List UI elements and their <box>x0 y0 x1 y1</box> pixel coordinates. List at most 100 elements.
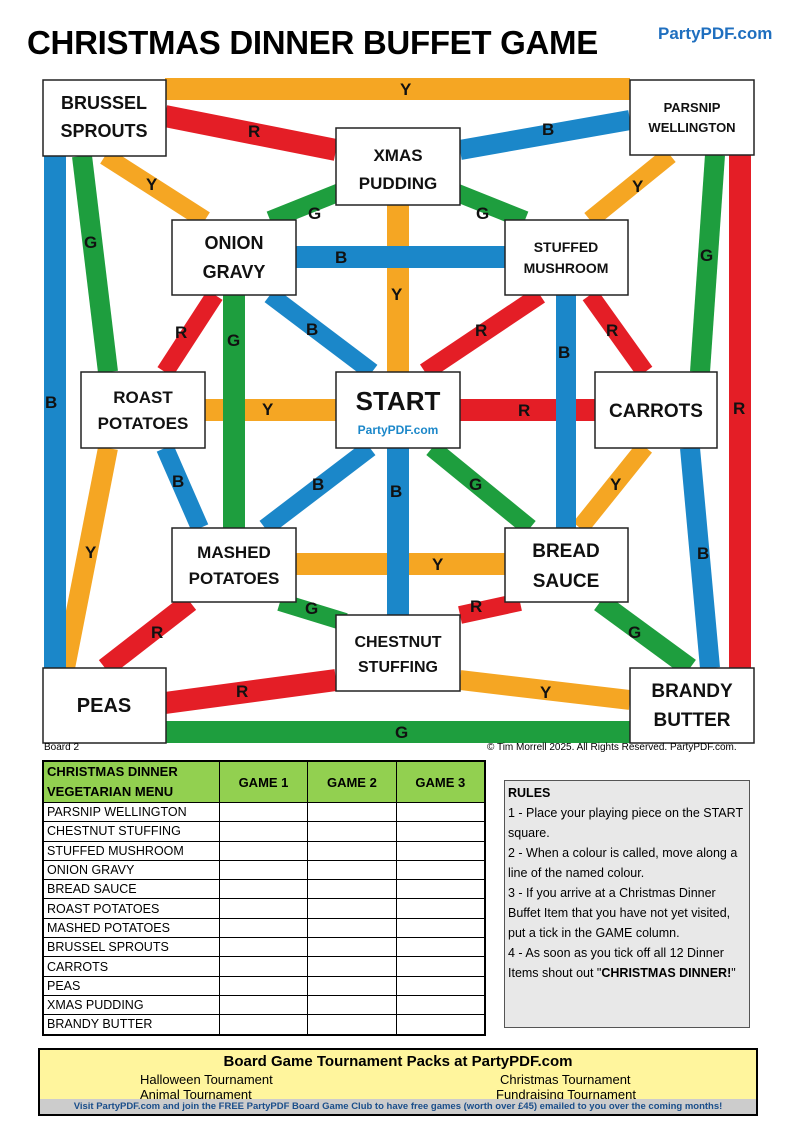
tick-cell-game-1[interactable] <box>218 956 309 977</box>
svg-text:POTATOES: POTATOES <box>98 414 189 433</box>
path-red-brussel-xmas[interactable] <box>162 105 339 161</box>
path-green-parsnip-carrots[interactable] <box>690 154 725 373</box>
menu-item: CHESTNUT STUFFING <box>42 821 220 842</box>
label-r: R <box>518 401 530 420</box>
tick-cell-game-2[interactable] <box>307 859 397 881</box>
path-blue-carrots-brandy[interactable] <box>680 447 720 669</box>
path-yellow-roast-peas[interactable] <box>55 446 118 670</box>
path-blue-parsnip-xmas[interactable] <box>458 110 632 160</box>
tick-cell-game-2[interactable] <box>307 898 397 919</box>
svg-text:BREAD: BREAD <box>532 541 600 562</box>
path-green-xmas-stuffed[interactable] <box>451 183 529 229</box>
svg-text:MUSHROOM: MUSHROOM <box>524 260 609 276</box>
menu-score-table: CHRISTMAS DINNER VEGETARIAN MENU GAME 1 … <box>42 760 486 1036</box>
square-start[interactable]: START PartyPDF.com <box>335 371 461 449</box>
tick-cell-game-2[interactable] <box>307 937 397 958</box>
path-yellow-parsnip-stuffed[interactable] <box>584 148 676 227</box>
tick-cell-game-3[interactable] <box>395 821 486 842</box>
path-green-mashed-chestnut[interactable] <box>277 593 348 631</box>
path-yellow-carrots-bread[interactable] <box>572 441 653 534</box>
svg-text:STUFFING: STUFFING <box>358 659 438 676</box>
tick-cell-game-1[interactable] <box>218 801 309 823</box>
menu-item: MASHED POTATOES <box>42 917 220 939</box>
tick-cell-game-3[interactable] <box>395 840 486 861</box>
tick-cell-game-2[interactable] <box>307 975 397 996</box>
tick-cell-game-1[interactable] <box>218 879 309 900</box>
path-blue-start-mashed[interactable] <box>259 440 376 536</box>
banner-halloween[interactable]: Halloween Tournament <box>140 1072 273 1087</box>
tick-cell-game-2[interactable] <box>307 801 397 823</box>
banner-animal[interactable]: Animal Tournament <box>140 1087 252 1102</box>
path-red-peas-chestnut[interactable] <box>163 669 338 714</box>
path-red-stuffed-start[interactable] <box>419 287 546 380</box>
tick-cell-game-2[interactable] <box>307 956 397 977</box>
tick-cell-game-1[interactable] <box>218 840 309 861</box>
table-row: PEAS <box>42 975 486 996</box>
tick-cell-game-2[interactable] <box>307 994 397 1016</box>
square-chestnut-stuffing[interactable]: CHESTNUT STUFFING <box>335 614 461 692</box>
tick-cell-game-1[interactable] <box>218 994 309 1016</box>
tick-cell-game-1[interactable] <box>218 898 309 919</box>
square-brandy-butter[interactable]: BRANDY BUTTER <box>629 667 755 744</box>
path-blue-onion-start[interactable] <box>264 287 378 380</box>
tick-cell-game-3[interactable] <box>395 956 486 977</box>
tick-cell-game-2[interactable] <box>307 821 397 842</box>
menu-item: CARROTS <box>42 956 220 977</box>
tick-cell-game-1[interactable] <box>218 917 309 939</box>
table-row: BREAD SAUCE <box>42 879 486 900</box>
square-carrots[interactable]: CARROTS <box>594 371 718 449</box>
square-onion-gravy[interactable]: ONION GRAVY <box>171 219 297 296</box>
tick-cell-game-2[interactable] <box>307 879 397 900</box>
game-3-header: GAME 3 <box>395 760 486 803</box>
path-red-mashed-peas[interactable] <box>98 594 197 676</box>
tick-cell-game-3[interactable] <box>395 898 486 919</box>
path-yellow-chestnut-brandy[interactable] <box>458 670 632 710</box>
path-yellow-brussel-onion[interactable] <box>100 148 210 228</box>
tick-cell-game-1[interactable] <box>218 821 309 842</box>
label-g: G <box>700 246 713 265</box>
label-y: Y <box>400 80 412 99</box>
banner-footer[interactable]: Visit PartyPDF.com and join the FREE Par… <box>40 1099 756 1114</box>
path-green-xmas-onion[interactable] <box>266 183 344 229</box>
page-title: CHRISTMAS DINNER BUFFET GAME <box>27 24 598 61</box>
square-mashed-potatoes[interactable]: MASHED POTATOES <box>171 527 297 603</box>
tick-cell-game-1[interactable] <box>218 1014 309 1036</box>
path-red-stuffed-carrots[interactable] <box>582 289 653 378</box>
banner-fundraising[interactable]: Fundraising Tournament <box>496 1087 636 1102</box>
menu-header-line2: VEGETARIAN MENU <box>47 784 174 799</box>
tick-cell-game-2[interactable] <box>307 840 397 861</box>
path-blue-roast-mashed[interactable] <box>156 444 209 532</box>
tick-cell-game-3[interactable] <box>395 994 486 1016</box>
tick-cell-game-2[interactable] <box>307 1014 397 1036</box>
path-red-onion-roast[interactable] <box>157 290 223 377</box>
tick-cell-game-3[interactable] <box>395 801 486 823</box>
square-bread-sauce[interactable]: BREAD SAUCE <box>504 527 629 603</box>
label-g: G <box>628 623 641 642</box>
menu-item: ONION GRAVY <box>42 859 220 881</box>
tick-cell-game-1[interactable] <box>218 937 309 958</box>
svg-text:STUFFED: STUFFED <box>534 239 599 255</box>
tick-cell-game-1[interactable] <box>218 975 309 996</box>
path-green-start-bread[interactable] <box>426 441 536 535</box>
square-brussel-sprouts[interactable]: BRUSSEL SPROUTS <box>42 79 167 157</box>
tick-cell-game-3[interactable] <box>395 879 486 900</box>
square-stuffed-mushroom[interactable]: STUFFED MUSHROOM <box>504 219 629 296</box>
path-red-bread-chestnut[interactable] <box>458 593 522 624</box>
tick-cell-game-1[interactable] <box>218 859 309 881</box>
path-green-bread-brandy[interactable] <box>594 593 696 677</box>
tick-cell-game-3[interactable] <box>395 975 486 996</box>
banner-christmas[interactable]: Christmas Tournament <box>500 1072 631 1087</box>
tick-cell-game-3[interactable] <box>395 859 486 881</box>
square-peas[interactable]: PEAS <box>42 667 167 744</box>
tick-cell-game-2[interactable] <box>307 917 397 939</box>
tick-cell-game-3[interactable] <box>395 1014 486 1036</box>
tick-cell-game-3[interactable] <box>395 937 486 958</box>
square-parsnip-wellington[interactable]: PARSNIP WELLINGTON <box>629 79 755 156</box>
square-xmas-pudding[interactable]: XMAS PUDDING <box>335 127 461 206</box>
rule-4-shout: CHRISTMAS DINNER! <box>601 966 732 980</box>
path-green-brussel-roast[interactable] <box>72 154 118 374</box>
tick-cell-game-3[interactable] <box>395 917 486 939</box>
square-roast-potatoes[interactable]: ROAST POTATOES <box>80 371 206 449</box>
game-2-header: GAME 2 <box>307 760 397 803</box>
